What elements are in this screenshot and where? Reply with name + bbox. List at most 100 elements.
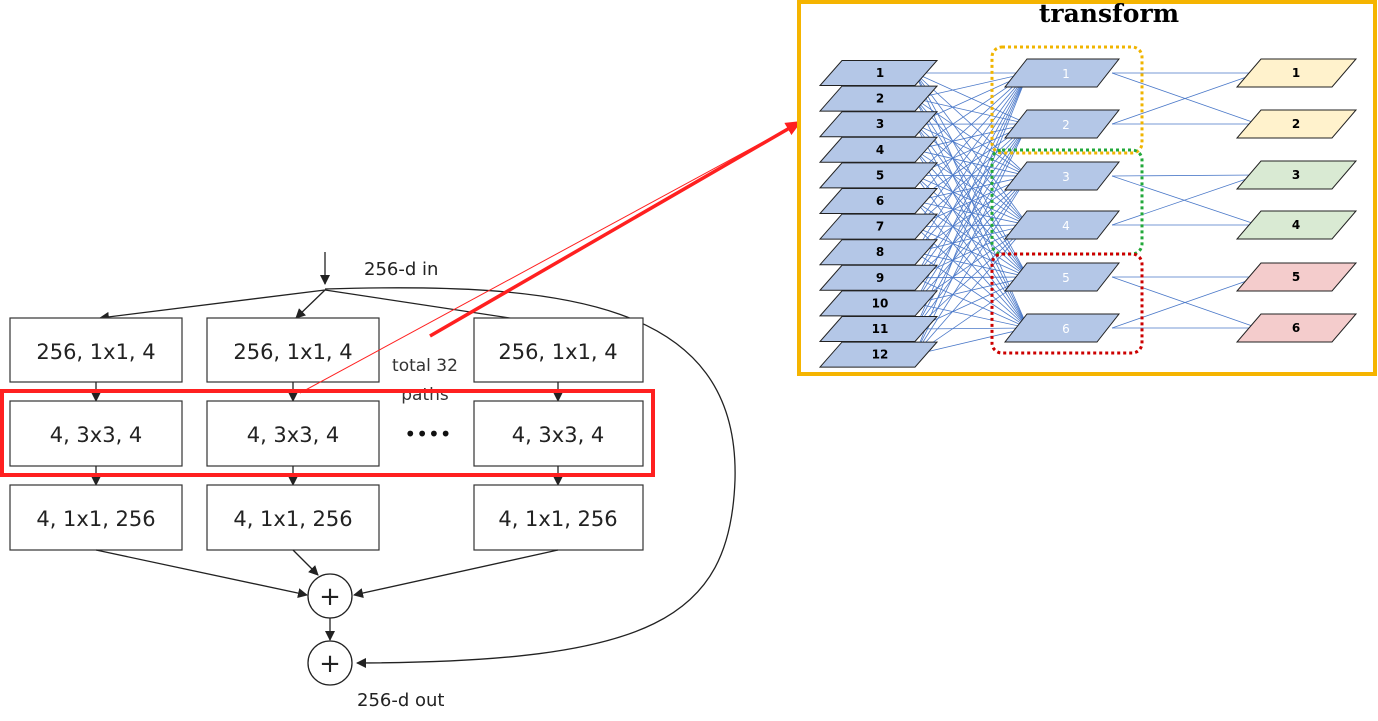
conv-box-row1-col3 — [473, 317, 644, 383]
middle-feature-map-label: 5 — [1062, 271, 1070, 285]
connection-line — [914, 175, 1029, 355]
output-feature-map — [1235, 58, 1358, 88]
middle-feature-map — [1003, 313, 1121, 343]
input-feature-map-label: 10 — [872, 296, 889, 310]
input-feature-map — [818, 213, 939, 240]
input-feature-map-label: 8 — [876, 245, 884, 259]
output-feature-map — [1235, 210, 1358, 240]
middle-feature-map-label: 6 — [1062, 322, 1070, 336]
group-connection-line — [1111, 276, 1259, 329]
conv-box-row3-col1 — [9, 484, 183, 551]
paths-label-line2: paths — [401, 385, 449, 405]
conv-box-row1-col1 — [9, 317, 183, 383]
ellipsis: •••• — [404, 422, 451, 446]
connection-line — [914, 72, 1029, 176]
output-feature-map-label: 3 — [1292, 168, 1300, 182]
conv-box-row3-col3 — [473, 484, 644, 551]
connection-line — [914, 98, 1029, 226]
input-feature-map-label: 6 — [876, 194, 884, 208]
connection-line — [914, 175, 1029, 330]
highlight-pointer-arrow — [429, 120, 802, 338]
paths-label-line1: total 32 — [392, 356, 458, 376]
middle-feature-map — [1003, 262, 1121, 292]
output-feature-map — [1235, 313, 1358, 343]
connection-line — [914, 72, 1029, 227]
split-arrow-left — [99, 289, 326, 322]
middle-feature-map-label: 1 — [1062, 67, 1070, 81]
conv-label: 256, 1x1, 4 — [233, 340, 352, 364]
merge-arrow-left — [95, 549, 308, 599]
connection-line — [914, 72, 1029, 202]
input-feature-map-label: 3 — [876, 117, 884, 131]
transform-title: transform — [1039, 0, 1179, 28]
merge-arrow-center — [292, 549, 319, 576]
group-outline-yellow — [990, 45, 1144, 155]
input-feature-map — [818, 290, 939, 317]
output-feature-map-label: 6 — [1292, 321, 1300, 335]
sum-node-2 — [307, 640, 353, 686]
middle-feature-map — [1003, 210, 1121, 240]
output-feature-map-label: 1 — [1292, 66, 1300, 80]
middle-feature-map-label: 3 — [1062, 170, 1070, 184]
identity-shortcut-arrow — [324, 287, 736, 668]
group-conv-highlight-box — [0, 389, 655, 477]
conv-label: 4, 3x3, 4 — [512, 423, 605, 447]
connection-line — [914, 224, 1029, 355]
conv-label: 256, 1x1, 4 — [498, 340, 617, 364]
input-feature-map-label: 1 — [876, 66, 884, 80]
conv-box-row2-col1 — [9, 400, 183, 467]
input-feature-map — [818, 264, 939, 291]
input-feature-map — [818, 316, 939, 342]
input-feature-map — [818, 85, 939, 112]
middle-feature-map — [1003, 58, 1121, 88]
output-feature-map-label: 2 — [1292, 117, 1300, 131]
input-feature-map-label: 2 — [876, 92, 884, 106]
split-arrow-center — [295, 289, 326, 319]
group-connection-line — [1111, 174, 1259, 177]
input-feature-map-label: 7 — [876, 220, 884, 234]
conv-label: 4, 1x1, 256 — [36, 507, 155, 531]
input-feature-map — [818, 111, 939, 138]
conv-label: 4, 1x1, 256 — [498, 507, 617, 531]
conv-box-row1-col2 — [206, 317, 380, 383]
connection-line — [914, 72, 1029, 226]
input-label: 256-d in — [364, 259, 438, 280]
connection-line — [914, 72, 1029, 99]
plus-label: + — [319, 582, 341, 612]
input-feature-map-label: 5 — [876, 168, 884, 182]
input-feature-map-label: 4 — [876, 143, 884, 157]
output-feature-map-label: 4 — [1292, 218, 1300, 232]
input-feature-map — [818, 136, 939, 163]
group-outline-green — [990, 148, 1144, 256]
input-feature-map — [818, 188, 939, 214]
output-label: 256-d out — [357, 690, 444, 711]
output-feature-map — [1235, 109, 1358, 139]
output-feature-map — [1235, 262, 1358, 292]
input-feature-map-label: 11 — [872, 322, 889, 336]
conv-label: 4, 3x3, 4 — [50, 423, 143, 447]
conv-label: 4, 3x3, 4 — [247, 423, 340, 447]
conv-box-row3-col2 — [206, 484, 380, 551]
conv-box-row2-col2 — [206, 400, 380, 467]
input-feature-map — [818, 60, 939, 86]
conv-label: 4, 1x1, 256 — [233, 507, 352, 531]
connection-line — [914, 72, 1029, 330]
connection-line — [914, 72, 1029, 355]
highlight-pointer-line-thin — [299, 121, 801, 394]
group-connection-line — [1111, 72, 1259, 125]
conv-box-row2-col3 — [473, 400, 644, 467]
middle-feature-map — [1003, 109, 1121, 139]
output-feature-map — [1235, 160, 1358, 190]
plus-label: + — [319, 649, 341, 679]
input-feature-map — [818, 239, 939, 266]
conv-label: 256, 1x1, 4 — [36, 340, 155, 364]
group-connection-line — [1111, 174, 1259, 226]
connection-line — [914, 72, 1029, 253]
connection-line — [914, 327, 1029, 330]
group-connection-line — [1111, 175, 1259, 226]
input-feature-map — [818, 162, 939, 189]
